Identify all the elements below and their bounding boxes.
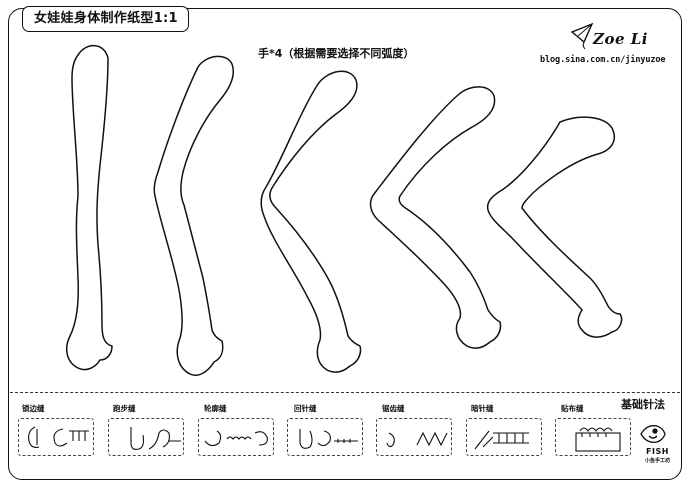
stitch-label-applique: 贴布缝 xyxy=(561,404,584,413)
arm-pattern-slight-bend xyxy=(153,55,234,376)
back-stitch-icon xyxy=(287,418,363,456)
running-stitch-icon xyxy=(108,418,184,456)
arm-pattern-medium-bend xyxy=(260,70,362,373)
fish-logo-name: FISH xyxy=(646,447,669,456)
pattern-subtitle: 手*4（根据需要选择不同弧度） xyxy=(258,47,415,60)
stitch-label-running: 跑步缝 xyxy=(113,404,136,413)
fish-icon xyxy=(640,425,666,443)
arm-pattern-straight xyxy=(65,44,113,371)
blanket-stitch-icon xyxy=(18,418,94,456)
stitch-label-back: 回针缝 xyxy=(294,404,317,413)
pattern-sheet-frame xyxy=(8,8,682,480)
stitch-label-hidden: 暗针缝 xyxy=(471,404,494,413)
arm-pattern-strong-bend xyxy=(369,86,502,349)
brand-url: blog.sina.com.cn/jinyuzoe xyxy=(540,55,666,65)
fish-logo-sub: 小鱼手工坊 xyxy=(645,458,671,464)
zigzag-stitch-icon xyxy=(376,418,452,456)
stitch-label-outline: 轮廓缝 xyxy=(204,404,227,413)
kite-icon xyxy=(570,22,594,50)
arm-patterns xyxy=(65,44,623,376)
page-title: 女娃娃身体制作纸型1:1 xyxy=(22,6,189,32)
arm-pattern-sharp-bend xyxy=(486,116,623,338)
section-divider xyxy=(10,392,680,393)
stitch-label-zigzag: 锯齿缝 xyxy=(382,404,405,413)
outline-stitch-icon xyxy=(198,418,274,456)
basics-title: 基础针法 xyxy=(621,398,665,411)
hidden-stitch-icon xyxy=(466,418,542,456)
brand-name: Zoe Li xyxy=(593,30,648,48)
applique-stitch-icon xyxy=(555,418,631,456)
stitch-label-blanket: 锁边缝 xyxy=(22,404,45,413)
